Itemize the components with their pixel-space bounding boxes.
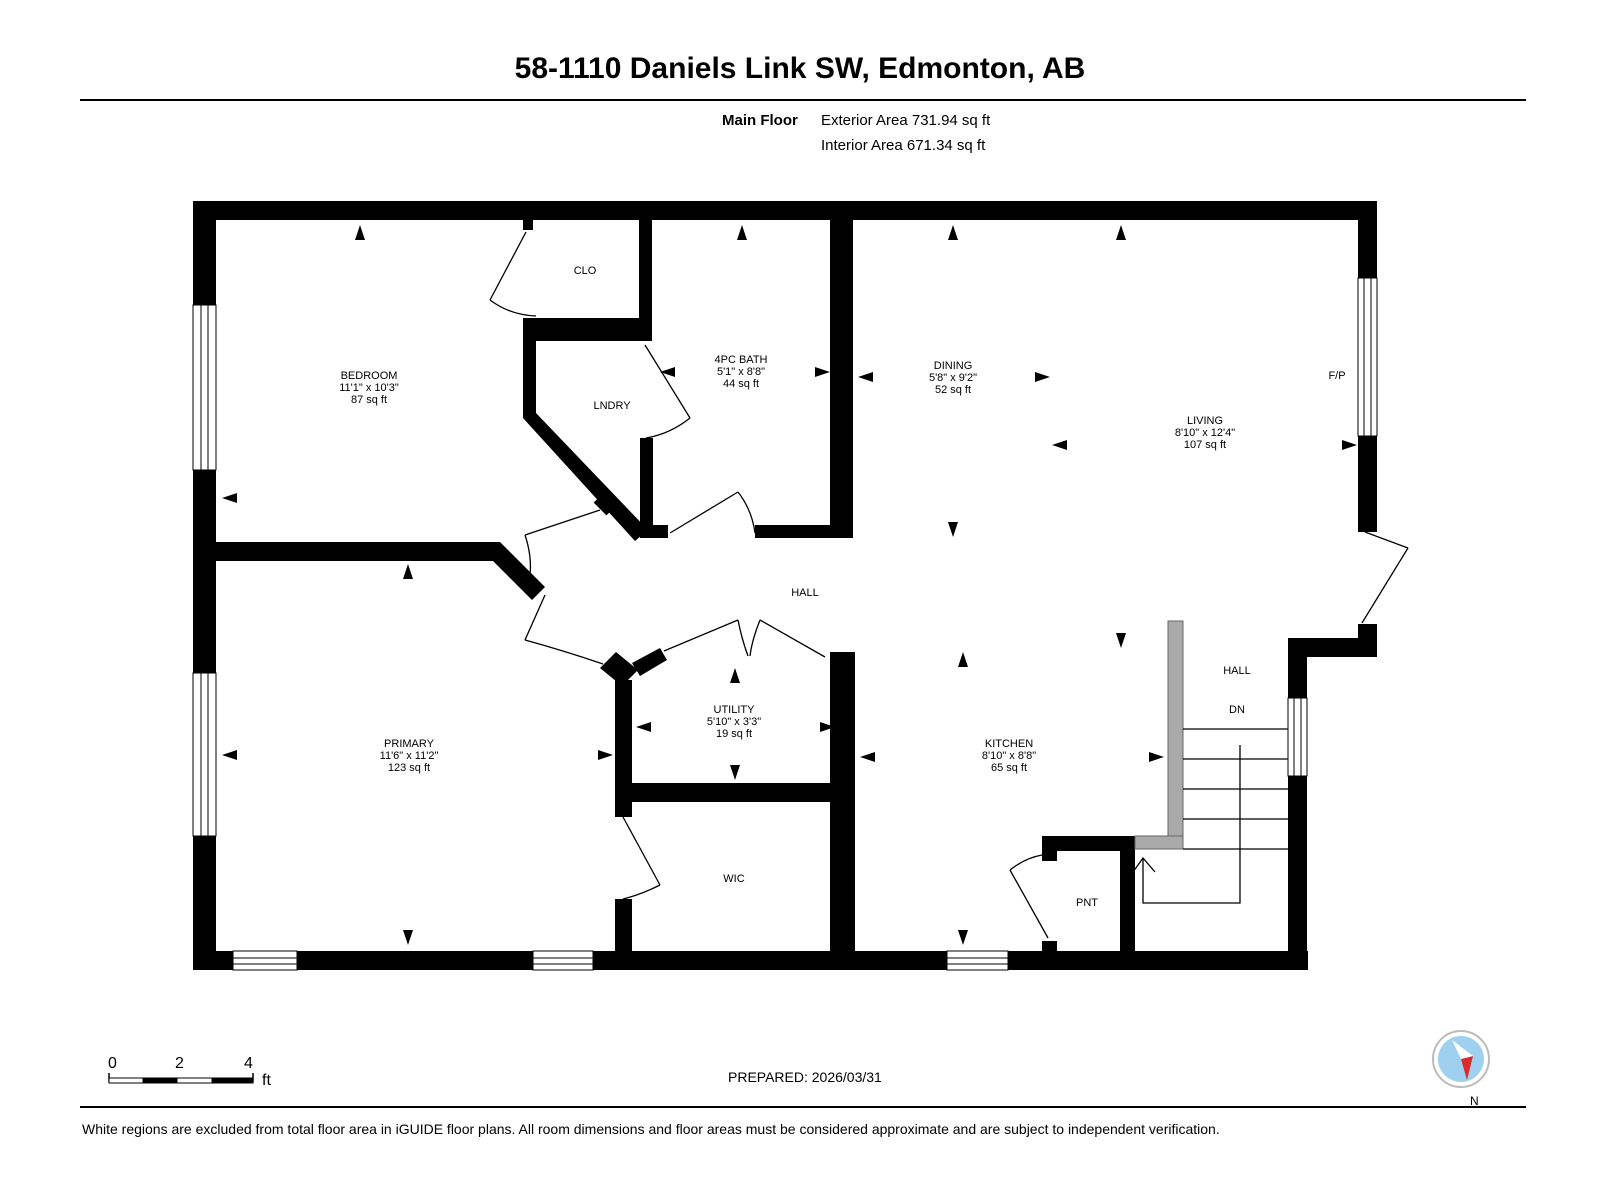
room-name: PRIMARY <box>384 738 434 750</box>
room-name: LIVING <box>1186 415 1224 427</box>
room-living: LIVING 8'10" x 12'4" 107 sq ft <box>1175 415 1235 451</box>
room-bedroom: BEDROOM 11'1" x 10'3" 87 sq ft <box>339 370 399 406</box>
room-area: 52 sq ft <box>934 384 972 396</box>
room-walk-in-closet: WIC <box>723 873 744 885</box>
floor-name: Main Floor <box>722 112 798 129</box>
room-name: HALL <box>1223 665 1251 677</box>
room-laundry: LNDRY <box>593 400 630 412</box>
room-dims: 8'10" x 8'8" <box>981 750 1037 762</box>
room-fireplace: F/P <box>1328 370 1345 382</box>
room-dims: 5'1" x 8'8" <box>716 366 766 378</box>
room-area: 107 sq ft <box>1183 439 1227 451</box>
room-name: KITCHEN <box>984 738 1034 750</box>
scale-label-0: 0 <box>108 1055 117 1072</box>
room-hall-center: HALL <box>791 587 819 599</box>
room-area: 19 sq ft <box>715 728 753 740</box>
compass-north-label: N <box>1470 1094 1479 1108</box>
room-dining: DINING 5'8" x 9'2" 52 sq ft <box>929 360 977 396</box>
room-name: UTILITY <box>713 704 755 716</box>
room-area: 44 sq ft <box>722 378 760 390</box>
interior-area: Interior Area 671.34 sq ft <box>821 137 986 154</box>
compass-icon: N <box>1432 1030 1490 1108</box>
windows <box>192 277 1378 971</box>
room-pantry: PNT <box>1076 897 1098 909</box>
room-kitchen: KITCHEN 8'10" x 8'8" 65 sq ft <box>982 738 1036 774</box>
room-dims: 11'1" x 10'3" <box>339 382 399 394</box>
measurement-markers <box>222 225 1357 945</box>
room-name: HALL <box>791 587 819 599</box>
scale-label-4: 4 <box>244 1055 253 1072</box>
stairs <box>1132 620 1288 904</box>
room-name: LNDRY <box>593 400 631 412</box>
prepared-date: PREPARED: 2026/03/31 <box>728 1069 882 1085</box>
room-area: 123 sq ft <box>387 762 431 774</box>
walls <box>193 201 1377 970</box>
room-name: PNT <box>1076 897 1098 909</box>
room-dims: 5'10" x 3'3" <box>706 716 762 728</box>
scale-label-2: 2 <box>175 1055 184 1072</box>
stair-down-label: DN <box>1229 704 1245 716</box>
room-area: 65 sq ft <box>990 762 1028 774</box>
footer-rule <box>80 1106 1526 1108</box>
room-dims: 11'6" x 11'2" <box>379 750 439 762</box>
room-hall-right: HALL <box>1223 665 1251 677</box>
room-name: F/P <box>1328 370 1346 382</box>
room-primary: PRIMARY 11'6" x 11'2" 123 sq ft <box>380 738 439 774</box>
scale-bar <box>108 1073 254 1084</box>
room-name: CLO <box>573 265 597 277</box>
room-name: 4PC BATH <box>714 354 768 366</box>
footer-note: White regions are excluded from total fl… <box>82 1121 1220 1137</box>
room-name: DINING <box>933 360 973 372</box>
room-closet: CLO <box>574 265 597 277</box>
plan-title: 58-1110 Daniels Link SW, Edmonton, AB <box>514 52 1086 85</box>
scale-unit: ft <box>262 1072 271 1089</box>
room-name: WIC <box>723 873 745 885</box>
doors <box>489 231 1409 939</box>
room-dims: 8'10" x 12'4" <box>1174 427 1236 439</box>
room-name: BEDROOM <box>340 370 398 382</box>
room-area: 87 sq ft <box>350 394 388 406</box>
room-name: DN <box>1229 704 1245 716</box>
header-rule <box>80 99 1526 101</box>
room-utility: UTILITY 5'10" x 3'3" 19 sq ft <box>707 704 761 740</box>
room-dims: 5'8" x 9'2" <box>928 372 978 384</box>
room-4pc-bath: 4PC BATH 5'1" x 8'8" 44 sq ft <box>715 354 768 390</box>
exterior-area: Exterior Area 731.94 sq ft <box>821 112 991 129</box>
